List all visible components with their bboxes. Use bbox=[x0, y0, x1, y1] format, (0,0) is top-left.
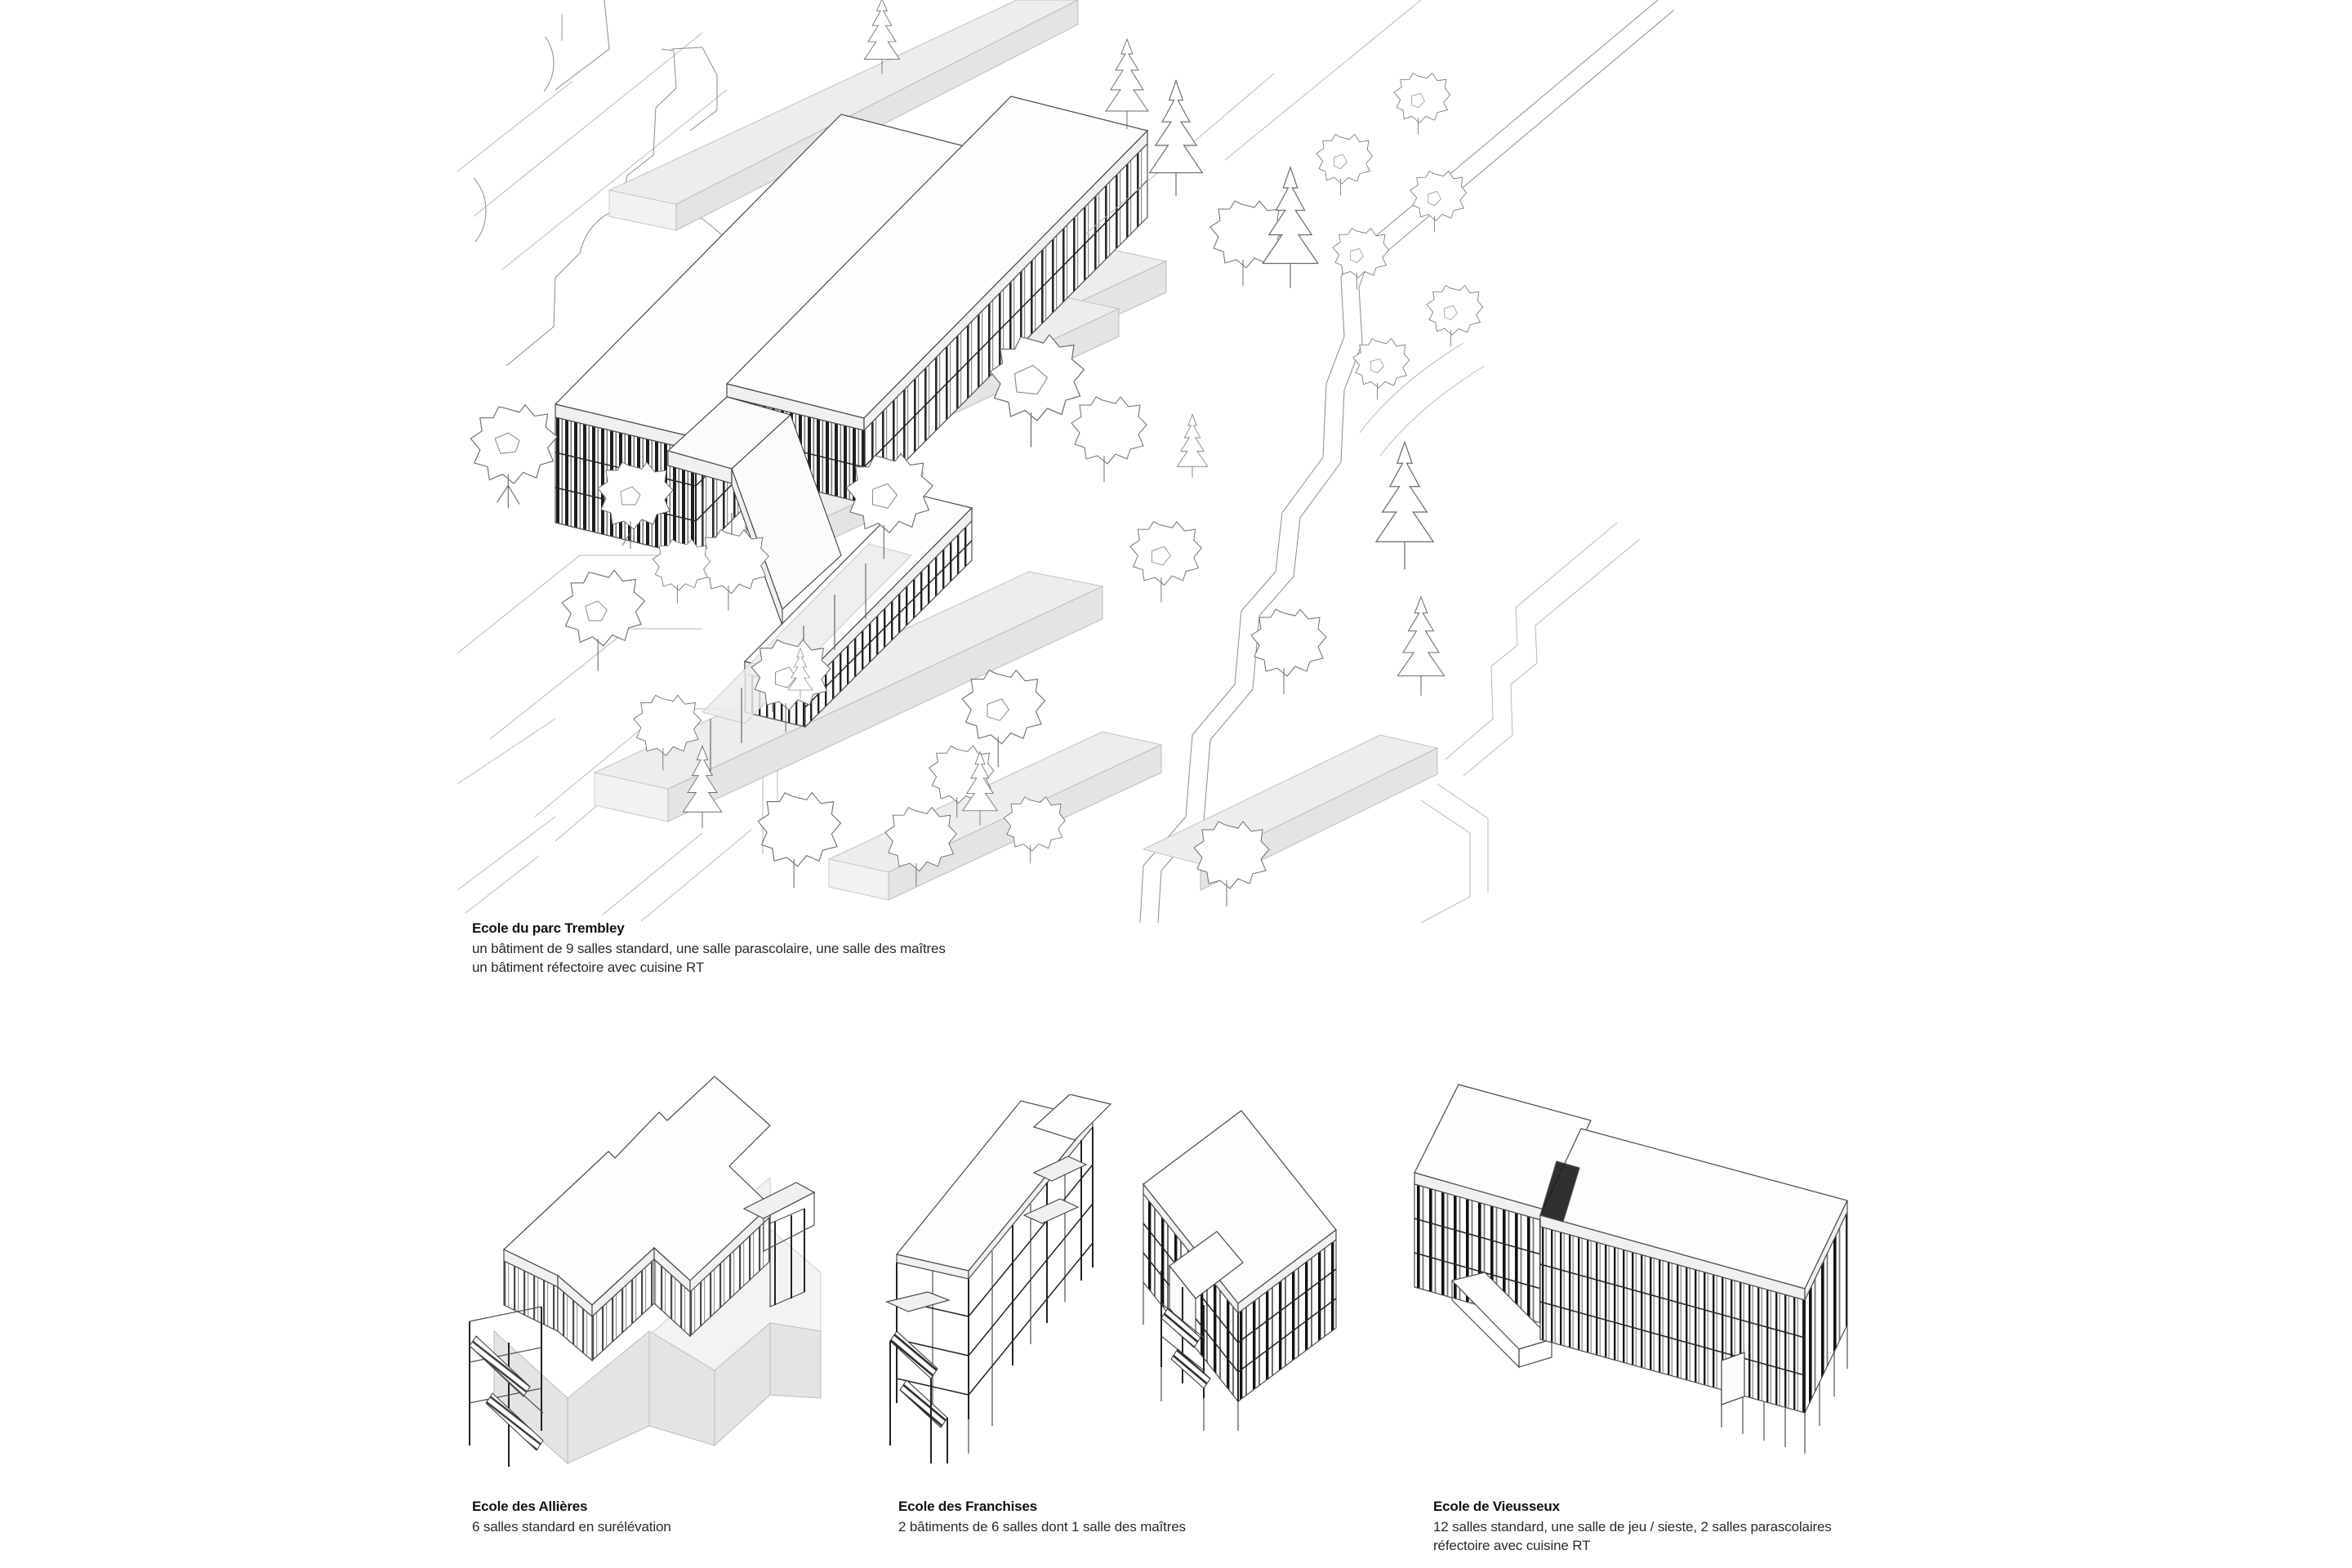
allieres-roof-extension bbox=[502, 1076, 771, 1362]
allieres-existing-volume bbox=[493, 1176, 822, 1465]
caption-tremblay-line2: un bâtiment réfectoire avec cuisine RT bbox=[472, 959, 705, 975]
caption-tremblay: Ecole du parc Trembley un bâtiment de 9 … bbox=[472, 920, 946, 977]
caption-franchises: Ecole des Franchises 2 bâtiments de 6 sa… bbox=[898, 1498, 1186, 1537]
caption-allieres-title: Ecole des Allières bbox=[472, 1499, 588, 1514]
caption-allieres-line1: 6 salles standard en surélévation bbox=[472, 1519, 671, 1535]
vieusseux-volume-front bbox=[1539, 1128, 1848, 1454]
caption-vieusseux-title: Ecole de Vieusseux bbox=[1433, 1499, 1560, 1514]
refectory-pavilion bbox=[702, 492, 973, 774]
caption-allieres: Ecole des Allières 6 salles standard en … bbox=[472, 1498, 671, 1537]
caption-vieusseux-line2: réfectoire avec cuisine RT bbox=[1433, 1537, 1591, 1553]
trees-deciduous bbox=[470, 72, 1484, 906]
caption-tremblay-line1: un bâtiment de 9 salles standard, une sa… bbox=[472, 941, 946, 957]
caption-franchises-line1: 2 bâtiments de 6 salles dont 1 salle des… bbox=[898, 1519, 1186, 1535]
new-classroom-bar-south bbox=[725, 96, 1149, 505]
trees-conifer bbox=[682, 0, 1446, 829]
caption-franchises-title: Ecole des Franchises bbox=[898, 1499, 1037, 1514]
caption-vieusseux-line1: 12 salles standard, une salle de jeu / s… bbox=[1433, 1519, 1832, 1535]
figure-franchises bbox=[874, 1094, 1364, 1470]
figure-vieusseux bbox=[1380, 1070, 1903, 1478]
allieres-external-stair bbox=[469, 1306, 544, 1467]
caption-tremblay-title: Ecole du parc Trembley bbox=[472, 920, 625, 936]
figure-allieres bbox=[445, 1062, 829, 1470]
franchises-pavilion-frame bbox=[885, 1094, 1112, 1463]
allieres-right-frame bbox=[742, 1182, 816, 1307]
main-site-axonometric bbox=[457, 0, 1895, 923]
caption-vieusseux: Ecole de Vieusseux 12 salles standard, u… bbox=[1433, 1498, 1832, 1555]
franchises-pavilion-clad bbox=[1143, 1110, 1337, 1431]
